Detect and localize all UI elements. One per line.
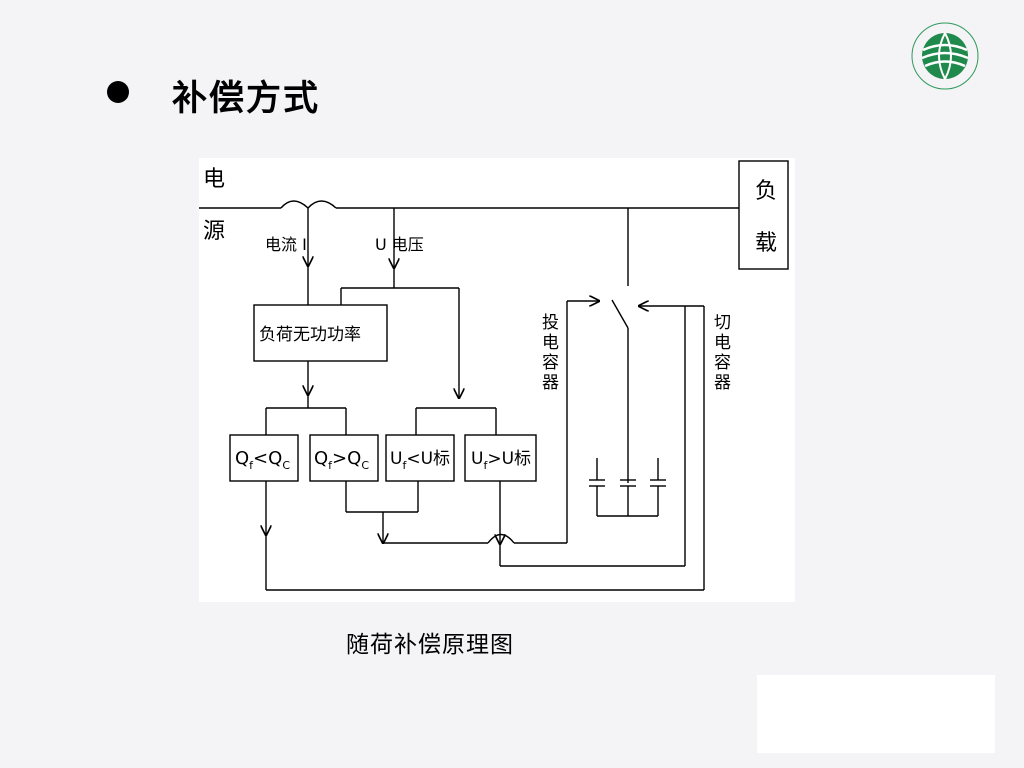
switch-out-label-2: 电	[714, 333, 731, 353]
compensation-diagram: 电 源 负 载 电流 I U 电压 负荷无功功率 Qf<QC Qf>QC Uf<…	[199, 158, 795, 602]
corner-blank-box	[757, 675, 995, 753]
qf-gt-qc-label: Qf>QC	[314, 448, 369, 472]
reactive-power-box-label: 负荷无功功率	[259, 325, 361, 345]
switch-in-label-1: 投	[542, 313, 559, 333]
title-bullet	[107, 81, 129, 103]
switch-in-label-3: 容	[542, 353, 559, 373]
switch-in-label-2: 电	[542, 333, 559, 353]
diagram-caption: 随荷补偿原理图	[346, 632, 514, 658]
current-label: 电流 I	[265, 235, 307, 254]
load-label-bottom: 载	[755, 231, 777, 256]
switch-out-label-3: 容	[714, 353, 731, 373]
uf-lt-u-label: Uf<U标	[390, 449, 450, 472]
source-label-bottom: 源	[203, 219, 225, 244]
page-title: 补偿方式	[172, 79, 321, 119]
load-label-top: 负	[755, 179, 777, 204]
state-grid-logo-icon	[903, 20, 987, 92]
voltage-label: U 电压	[375, 235, 424, 254]
switch-in-label-4: 器	[542, 373, 559, 393]
switch-out-label-4: 器	[714, 373, 731, 393]
source-label-top: 电	[203, 167, 225, 192]
qf-lt-qc-label: Qf<QC	[235, 448, 290, 472]
switch-out-label-1: 切	[714, 313, 731, 333]
uf-gt-u-label: Uf>U标	[471, 449, 531, 472]
